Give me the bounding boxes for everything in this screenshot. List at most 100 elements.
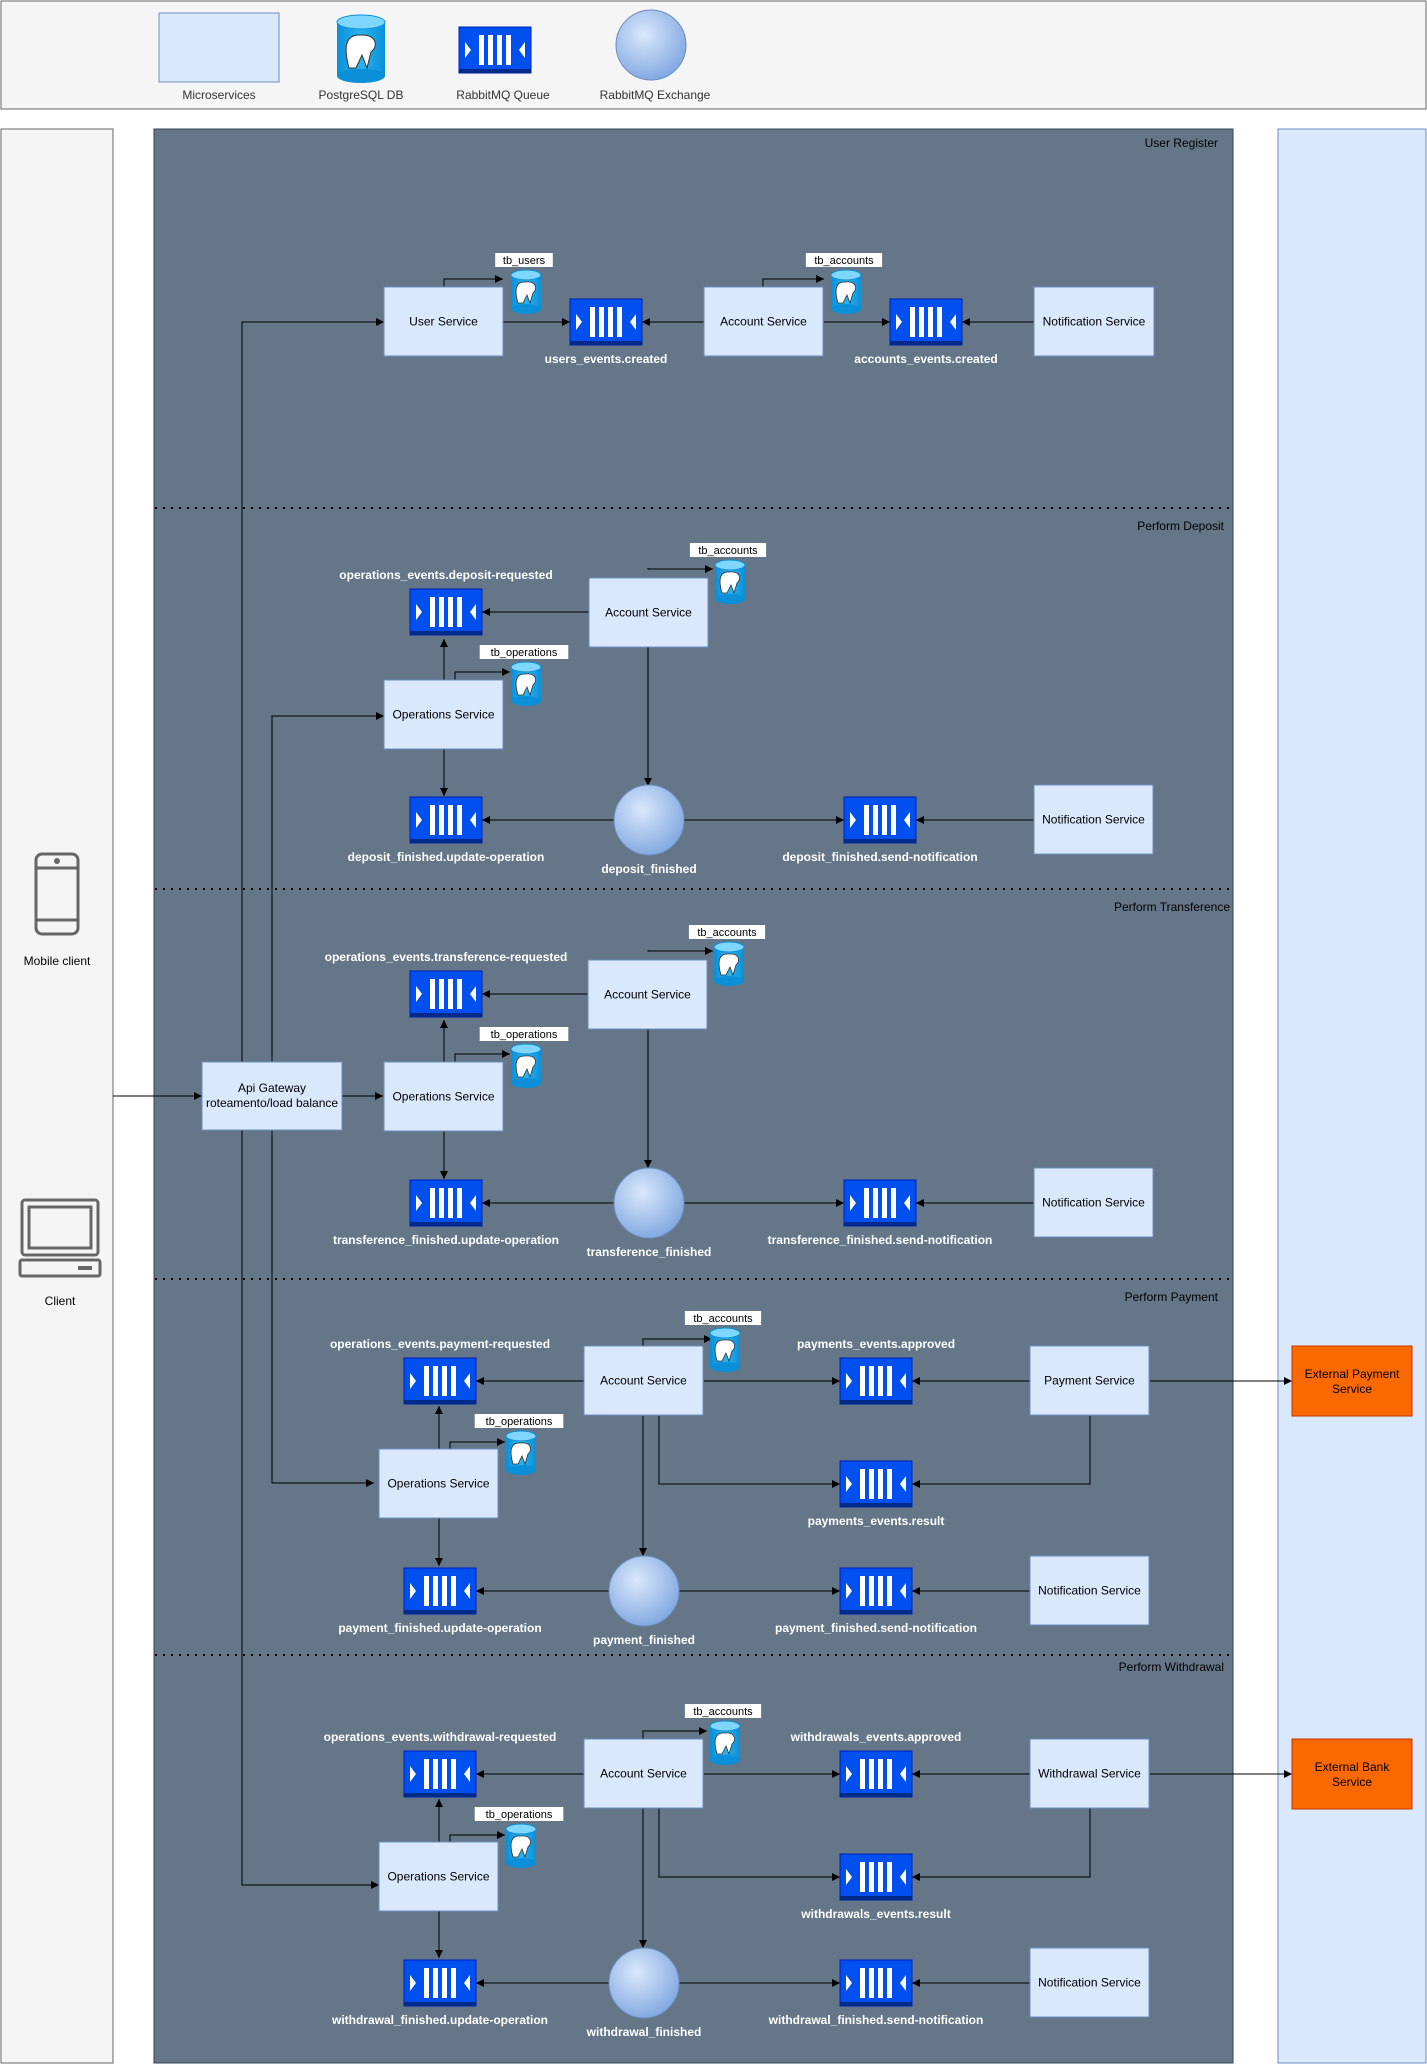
rabbitmq-exchange-circle xyxy=(608,1947,680,2019)
withdrawal-approved-queue: withdrawals_events.approved xyxy=(790,1730,962,1798)
payment-tb-accounts-db: tb_accounts xyxy=(684,1311,762,1372)
client-label: Client xyxy=(45,1294,76,1308)
transference-notification-service: Notification Service xyxy=(1033,1167,1154,1238)
payment-operations-service-label: Operations Service xyxy=(387,1477,489,1491)
legend-queue-label: RabbitMQ Queue xyxy=(456,88,550,102)
transference-requested-queue: operations_events.transference-requested xyxy=(325,950,567,1018)
register-account-service: Account Service xyxy=(703,286,824,357)
transference-account-service-label: Account Service xyxy=(604,988,691,1002)
rabbitmq-queue-icon xyxy=(839,1853,913,1901)
tb-users-db-label: tb_users xyxy=(503,255,546,267)
transference-update-operation-queue: transference_finished.update-operation xyxy=(333,1179,559,1247)
transference-send-notification-queue-label: transference_finished.send-notification xyxy=(768,1233,993,1247)
legend-microservices-label: Microservices xyxy=(182,88,255,102)
deposit-tb-operations-db: tb_operations xyxy=(479,645,569,706)
rabbitmq-queue-icon xyxy=(403,1959,477,2007)
section-title-withdrawal: Perform Withdrawal xyxy=(1119,1660,1224,1674)
payment-tb-accounts-db-label: tb_accounts xyxy=(693,1313,753,1325)
deposit-exchange: deposit_finished xyxy=(601,784,697,876)
rabbitmq-queue-icon xyxy=(839,1959,913,2007)
payment-exchange-label: payment_finished xyxy=(593,1633,695,1647)
legend-postgres-label: PostgreSQL DB xyxy=(319,88,404,102)
transference-tb-accounts-db: tb_accounts xyxy=(688,925,766,986)
register-tb-accounts-db-label: tb_accounts xyxy=(814,255,874,267)
withdrawal-requested-queue: operations_events.withdrawal-requested xyxy=(324,1730,556,1798)
payment-notification-service: Notification Service xyxy=(1029,1555,1150,1626)
external-bank-label-line1: External Bank xyxy=(1315,1760,1391,1774)
external-payment-service: External Payment Service xyxy=(1291,1345,1413,1417)
withdrawal-send-notification-queue: withdrawal_finished.send-notification xyxy=(768,1959,983,2027)
queue-accounts-events-created: accounts_events.created xyxy=(854,298,998,366)
withdrawal-account-service-label: Account Service xyxy=(600,1767,687,1781)
register-notification-service: Notification Service xyxy=(1033,286,1155,357)
api-gateway: Api Gateway roteamento/load balance xyxy=(201,1061,343,1131)
legend-panel: Microservices PostgreSQL DB RabbitMQ Que… xyxy=(0,0,1427,110)
rabbitmq-queue-icon xyxy=(403,1567,477,1615)
payment-account-service-label: Account Service xyxy=(600,1374,687,1388)
diagram-nodes: User Service tb_users users_events.created… xyxy=(324,14,1155,2039)
transference-notification-service-label: Notification Service xyxy=(1042,1196,1145,1210)
payment-result-queue-label: payments_events.result xyxy=(808,1514,945,1528)
api-gateway-label-line1: Api Gateway xyxy=(238,1081,306,1095)
deposit-tb-accounts-db: tb_accounts xyxy=(689,543,767,604)
register-account-service-label: Account Service xyxy=(720,315,807,329)
withdrawal-operations-service: Operations Service xyxy=(378,1841,499,1912)
postgresql-elephant-icon xyxy=(709,1720,741,1765)
withdrawal-operations-service-label: Operations Service xyxy=(387,1870,489,1884)
payment-account-service: Account Service xyxy=(583,1345,704,1416)
transference-exchange: transference_finished xyxy=(587,1167,711,1259)
payment-worker-service: Payment Service xyxy=(1029,1345,1150,1416)
deposit-send-notification-queue: deposit_finished.send-notification xyxy=(782,796,978,864)
payment-approved-queue-label: payments_events.approved xyxy=(797,1337,955,1351)
deposit-operations-service-label: Operations Service xyxy=(392,708,494,722)
withdrawal-approved-queue-label: withdrawals_events.approved xyxy=(790,1730,962,1744)
deposit-tb-accounts-db-label: tb_accounts xyxy=(698,545,758,557)
legend-microservice-swatch xyxy=(158,12,280,83)
deposit-update-operation-queue: deposit_finished.update-operation xyxy=(348,796,545,864)
deposit-account-service-label: Account Service xyxy=(605,606,692,620)
queue-users-events-created: users_events.created xyxy=(545,298,667,366)
legend-queue-icon xyxy=(458,26,532,74)
payment-notification-service-label: Notification Service xyxy=(1038,1584,1141,1598)
rabbitmq-queue-icon xyxy=(843,1179,917,1227)
withdrawal-exchange: withdrawal_finished xyxy=(586,1947,701,2039)
postgresql-elephant-icon xyxy=(505,1823,537,1868)
rabbitmq-queue-icon xyxy=(458,26,532,74)
withdrawal-worker-service-label: Withdrawal Service xyxy=(1038,1767,1141,1781)
register-notification-service-label: Notification Service xyxy=(1043,315,1146,329)
withdrawal-update-operation-queue: withdrawal_finished.update-operation xyxy=(331,1959,548,2027)
rabbitmq-queue-icon xyxy=(843,796,917,844)
legend-exchange-label: RabbitMQ Exchange xyxy=(600,88,711,102)
postgresql-elephant-icon xyxy=(830,269,862,314)
deposit-send-notification-queue-label: deposit_finished.send-notification xyxy=(782,850,977,864)
postgresql-elephant-icon xyxy=(510,661,542,706)
rabbitmq-queue-icon xyxy=(839,1357,913,1405)
deposit-exchange-label: deposit_finished xyxy=(601,862,696,876)
legend-postgres-icon xyxy=(336,14,386,83)
payment-update-operation-queue-label: payment_finished.update-operation xyxy=(338,1621,541,1635)
postgresql-elephant-icon xyxy=(714,559,746,604)
transference-tb-operations-db: tb_operations xyxy=(479,1027,569,1088)
withdrawal-notification-service-label: Notification Service xyxy=(1038,1976,1141,1990)
rabbitmq-exchange-circle xyxy=(613,784,685,856)
deposit-requested-queue-label: operations_events.deposit-requested xyxy=(339,568,552,582)
postgresql-elephant-icon xyxy=(713,941,745,986)
deposit-notification-service: Notification Service xyxy=(1033,784,1154,855)
withdrawal-account-service: Account Service xyxy=(583,1738,704,1809)
deposit-requested-queue: operations_events.deposit-requested xyxy=(339,568,553,636)
payment-exchange: payment_finished xyxy=(593,1555,695,1647)
payment-requested-queue-label: operations_events.payment-requested xyxy=(330,1337,550,1351)
deposit-update-operation-queue-label: deposit_finished.update-operation xyxy=(348,850,545,864)
transference-tb-accounts-db-label: tb_accounts xyxy=(697,927,757,939)
withdrawal-tb-accounts-db-label: tb_accounts xyxy=(693,1706,753,1718)
user-service-label: User Service xyxy=(409,315,478,329)
tb-users-db: tb_users xyxy=(495,253,553,314)
rabbitmq-queue-icon xyxy=(839,1460,913,1508)
payment-send-notification-queue-label: payment_finished.send-notification xyxy=(775,1621,977,1635)
payment-tb-operations-db-label: tb_operations xyxy=(486,1416,553,1428)
queue-accounts-events-created-label: accounts_events.created xyxy=(854,352,997,366)
section-title-deposit: Perform Deposit xyxy=(1137,519,1224,533)
register-tb-accounts-db: tb_accounts xyxy=(805,253,883,314)
withdrawal-tb-accounts-db: tb_accounts xyxy=(684,1704,762,1765)
payment-send-notification-queue: payment_finished.send-notification xyxy=(775,1567,977,1635)
